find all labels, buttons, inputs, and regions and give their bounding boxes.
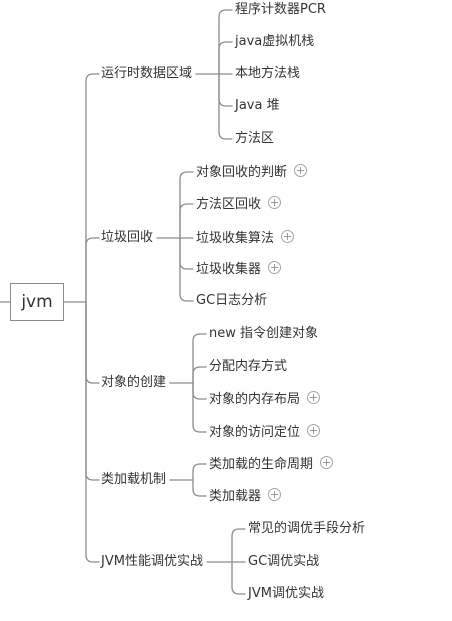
child-node-4-2[interactable]: JVM调优实战: [248, 586, 324, 602]
child-node-0-2[interactable]: 本地方法栈: [235, 66, 300, 82]
child-node-4-2-label: JVM调优实战: [248, 586, 324, 601]
child-node-4-0[interactable]: 常见的调优手段分析: [248, 521, 365, 537]
child-node-2-2[interactable]: 对象的内存布局: [209, 391, 321, 408]
child-line-1-1: [179, 203, 194, 239]
plus-circle-icon[interactable]: [268, 261, 282, 274]
plus-circle-icon[interactable]: [307, 424, 321, 437]
child-node-0-4[interactable]: 方法区: [235, 131, 274, 147]
child-line-1-0: [179, 171, 194, 239]
child-line-1-4: [179, 237, 194, 302]
child-node-2-2-label: 对象的内存布局: [209, 392, 301, 407]
branch-node-3-label: 类加载机制: [101, 472, 167, 487]
child-line-3-0: [192, 463, 207, 481]
child-line-3-1: [192, 479, 207, 497]
child-node-3-1-label: 类加载器: [209, 489, 262, 504]
plus-circle-icon[interactable]: [294, 164, 308, 177]
child-line-0-4: [218, 73, 233, 140]
child-node-0-2-label: 本地方法栈: [235, 66, 301, 81]
child-node-4-0-label: 常见的调优手段分析: [248, 521, 366, 536]
child-node-2-0-label: new 指令创建对象: [209, 326, 319, 341]
child-node-3-1[interactable]: 类加载器: [209, 488, 282, 505]
child-node-4-1-label: GC调优实战: [248, 554, 320, 569]
child-node-1-0-label: 对象回收的判断: [196, 165, 288, 180]
child-node-0-3-label: Java 堆: [235, 98, 280, 113]
child-node-1-2-label: 垃圾收集算法: [196, 231, 275, 246]
child-node-1-3-label: 垃圾收集器: [196, 262, 262, 277]
child-line-2-0: [192, 333, 207, 384]
child-line-4-0: [231, 528, 246, 563]
branch-node-3[interactable]: 类加载机制: [101, 472, 166, 488]
child-line-2-3: [192, 382, 207, 433]
root-node[interactable]: jvm: [10, 283, 64, 321]
child-line-0-0: [218, 9, 233, 75]
child-node-0-1[interactable]: java虚拟机栈: [235, 34, 314, 50]
branch-node-2-label: 对象的创建: [101, 375, 167, 390]
child-node-2-1[interactable]: 分配内存方式: [209, 359, 287, 375]
root-node-label: jvm: [21, 292, 53, 312]
child-line-1-3: [179, 237, 194, 270]
child-node-0-1-label: java虚拟机栈: [235, 34, 315, 49]
child-line-0-3: [218, 73, 233, 107]
branch-node-2[interactable]: 对象的创建: [101, 375, 166, 391]
child-node-2-0[interactable]: new 指令创建对象: [209, 326, 318, 342]
branch-node-0[interactable]: 运行时数据区域: [101, 66, 192, 82]
plus-circle-icon[interactable]: [320, 456, 334, 469]
child-node-2-3[interactable]: 对象的访问定位: [209, 424, 321, 441]
child-node-3-0-label: 类加载的生命周期: [209, 457, 314, 472]
child-node-4-1[interactable]: GC调优实战: [248, 554, 319, 570]
child-node-0-3[interactable]: Java 堆: [235, 98, 280, 114]
child-node-1-3[interactable]: 垃圾收集器: [196, 261, 282, 278]
child-node-0-0-label: 程序计数器PCR: [235, 2, 326, 17]
child-node-1-4[interactable]: GC日志分析: [196, 293, 267, 309]
trunk-line-4: [85, 301, 100, 563]
branch-node-1-label: 垃圾回收: [101, 230, 154, 245]
child-line-0-1: [218, 41, 233, 75]
child-node-3-0[interactable]: 类加载的生命周期: [209, 456, 334, 473]
child-line-4-2: [231, 561, 246, 595]
child-node-2-3-label: 对象的访问定位: [209, 425, 301, 440]
child-line-2-1: [192, 366, 207, 384]
child-node-1-0[interactable]: 对象回收的判断: [196, 164, 308, 181]
plus-circle-icon[interactable]: [268, 196, 282, 209]
child-node-0-0[interactable]: 程序计数器PCR: [235, 2, 326, 18]
trunk-line-3: [85, 301, 100, 481]
trunk-line-1: [85, 237, 100, 303]
plus-circle-icon[interactable]: [268, 488, 282, 501]
child-node-0-4-label: 方法区: [235, 131, 275, 146]
plus-circle-icon[interactable]: [281, 230, 295, 243]
branch-node-4[interactable]: JVM性能调优实战: [101, 554, 203, 570]
child-node-2-1-label: 分配内存方式: [209, 359, 288, 374]
trunk-line-0: [85, 73, 100, 303]
trunk-line-2: [85, 301, 100, 384]
plus-circle-icon[interactable]: [307, 391, 321, 404]
branch-node-4-label: JVM性能调优实战: [101, 554, 203, 569]
child-node-1-1-label: 方法区回收: [196, 197, 262, 212]
child-node-1-2[interactable]: 垃圾收集算法: [196, 230, 295, 247]
child-node-1-4-label: GC日志分析: [196, 293, 268, 308]
child-node-1-1[interactable]: 方法区回收: [196, 196, 282, 213]
branch-node-1[interactable]: 垃圾回收: [101, 230, 153, 246]
child-line-2-2: [192, 382, 207, 400]
branch-node-0-label: 运行时数据区域: [101, 66, 193, 81]
